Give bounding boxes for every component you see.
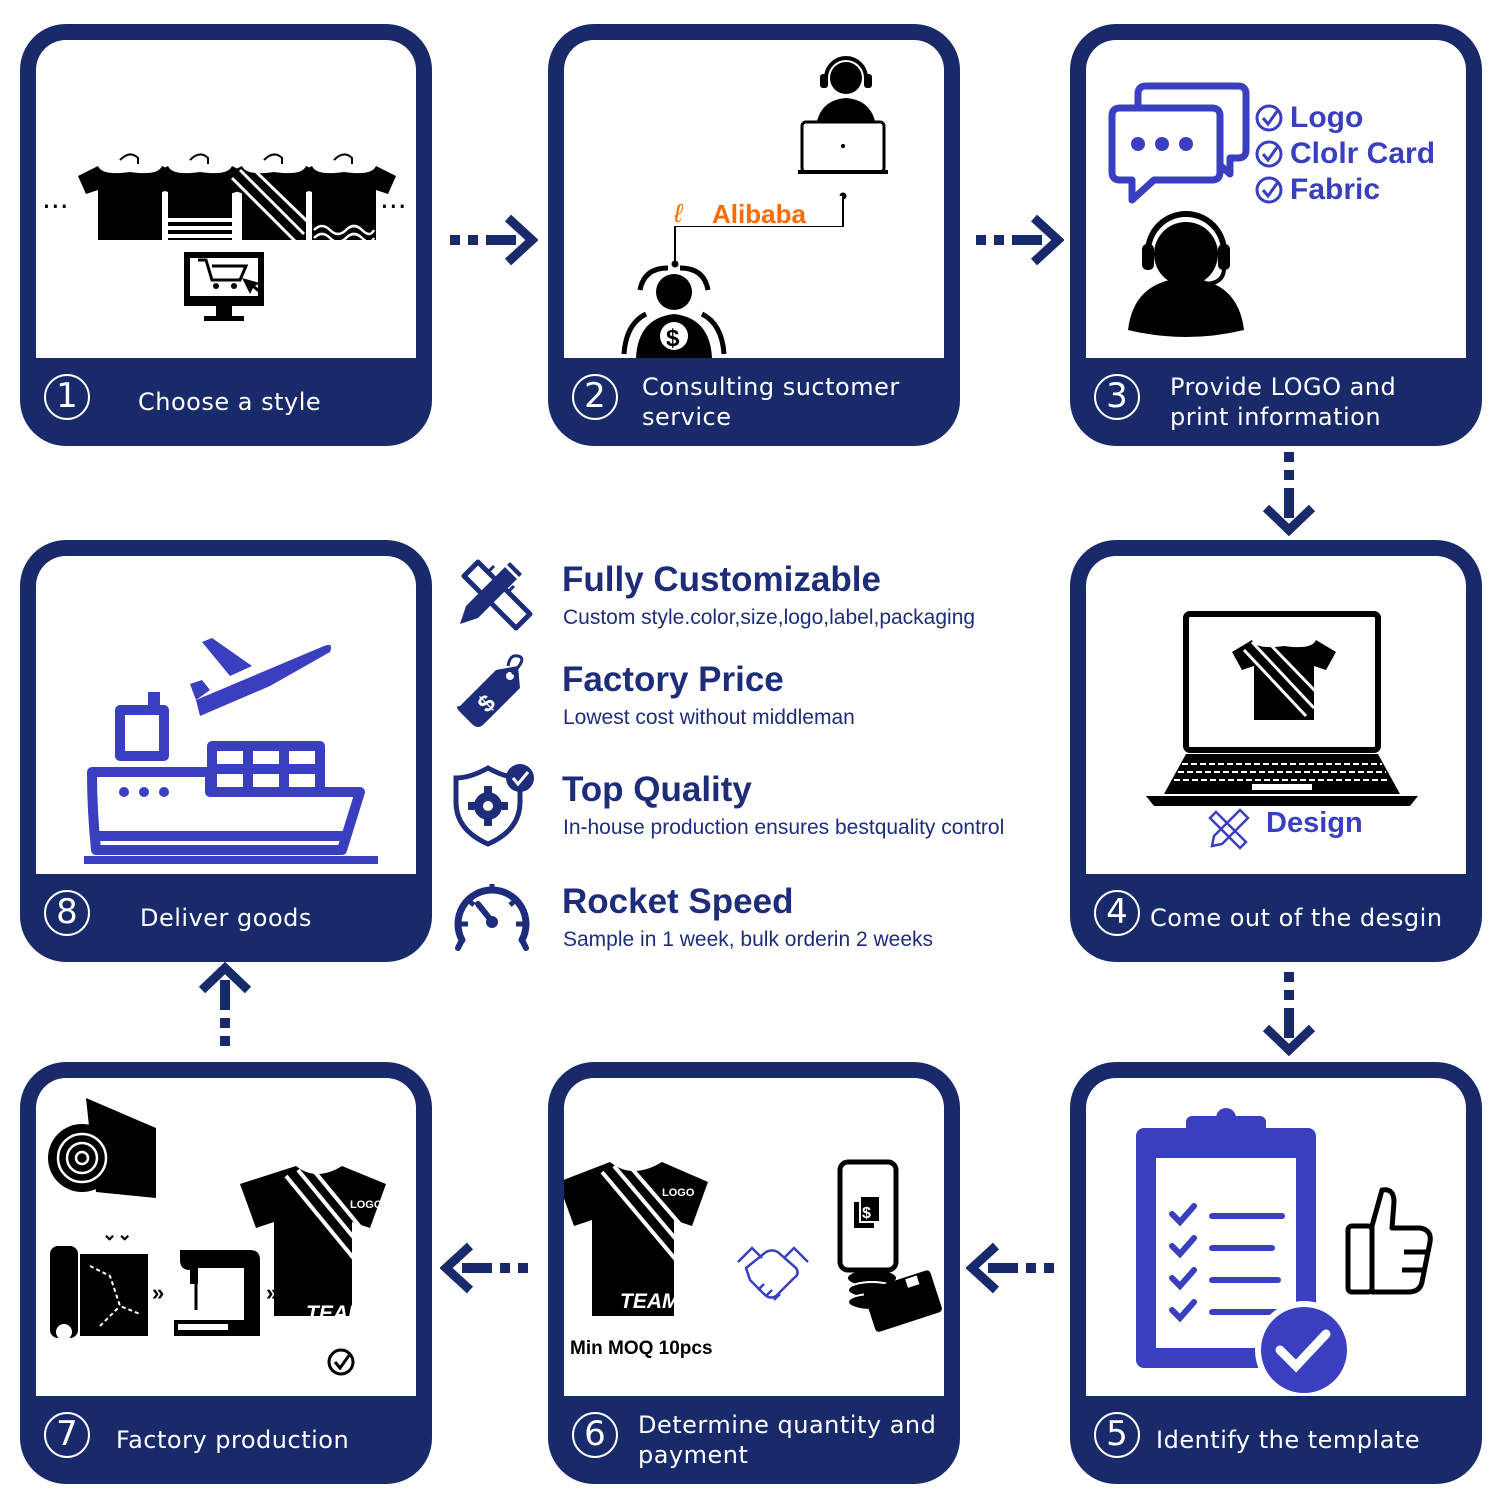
- svg-text:$: $: [862, 1205, 871, 1222]
- shirt-team-text: TEAM: [306, 1302, 366, 1325]
- feature-title: Factory Price: [562, 660, 784, 699]
- ship-and-plane-icon: [84, 638, 378, 864]
- step-number-badge: 4: [1094, 890, 1140, 936]
- step-card-6: LOGO TEAM Min MOQ 10pcs $: [548, 1062, 960, 1484]
- step-number-badge: 1: [44, 374, 90, 420]
- feature-subtitle: In-house production ensures bestquality …: [563, 816, 1005, 839]
- laptop-design-icon: Design: [1146, 611, 1418, 850]
- svg-text:»: »: [152, 1280, 164, 1305]
- step-5-illustration: [1086, 1078, 1466, 1396]
- arrow-down-3-to-4: [1262, 452, 1316, 536]
- step-number-badge: 6: [572, 1412, 618, 1458]
- step-number-badge: 2: [572, 374, 618, 420]
- feature-title: Top Quality: [562, 770, 752, 809]
- step-card-5: 5 Identify the template: [1070, 1062, 1482, 1484]
- shield-gear-icon: [453, 764, 534, 847]
- step-card-1: ... ...: [20, 24, 432, 446]
- step-7-label: Factory production: [116, 1426, 350, 1454]
- features-list: Fully Customizable Custom style.color,si…: [448, 548, 1068, 958]
- step-2-label: Consulting suctomer service: [642, 373, 900, 431]
- arrow-down-4-to-5: [1262, 972, 1316, 1056]
- step-4-label: Come out of the desgin: [1150, 904, 1443, 932]
- price-tag-icon: $: [457, 654, 524, 727]
- speedometer-icon: [454, 884, 530, 951]
- step-number-badge: 5: [1094, 1412, 1140, 1458]
- step-3-label: Provide LOGO and print information: [1170, 373, 1397, 431]
- checklist-item: Clolr Card: [1290, 137, 1435, 170]
- feature-title: Fully Customizable: [562, 560, 881, 599]
- shirts-and-cart-icon: ... ...: [42, 153, 407, 321]
- step-number-badge: 8: [44, 890, 90, 936]
- svg-text:...: ...: [42, 182, 69, 215]
- factory-production-icon: ⌄⌄ » » LOGO: [48, 1098, 386, 1376]
- checklist-item: Logo: [1290, 101, 1363, 134]
- shirt-logo-text: LOGO: [662, 1187, 695, 1199]
- step-number-badge: 3: [1094, 374, 1140, 420]
- shirt-team-text: TEAM: [620, 1290, 680, 1313]
- step-number-badge: 7: [44, 1412, 90, 1458]
- step-8-illustration: [36, 556, 416, 874]
- step-1-label: Choose a style: [138, 388, 322, 416]
- step-6-label: Determine quantity and payment: [638, 1411, 937, 1469]
- alibaba-logo-text: Alibaba: [712, 199, 806, 229]
- clipboard-check-icon: [1136, 1108, 1433, 1396]
- checklist-item: Fabric: [1290, 173, 1380, 206]
- feature-item: Rocket Speed Sample in 1 week, bulk orde…: [448, 870, 1068, 960]
- feature-item: Top Quality In-house production ensures …: [448, 758, 1068, 848]
- svg-text:ℓ: ℓ: [673, 198, 684, 228]
- arrow-left-6-to-7: [440, 1242, 528, 1294]
- step-4-illustration: Design: [1086, 556, 1466, 874]
- arrow-left-5-to-6: [966, 1242, 1054, 1294]
- design-label: Design: [1266, 807, 1363, 839]
- chat-and-agent-icon: Logo Clolr Card Fabric: [1108, 82, 1435, 337]
- feature-subtitle: Sample in 1 week, bulk orderin 2 weeks: [563, 928, 934, 951]
- step-card-7: ⌄⌄ » » LOGO: [20, 1062, 432, 1484]
- customer-service-icon: ℓ Alibaba $: [621, 56, 888, 358]
- step-7-illustration: ⌄⌄ » » LOGO: [36, 1078, 416, 1396]
- feature-item: Fully Customizable Custom style.color,si…: [448, 548, 1068, 638]
- step-1-illustration: ... ...: [36, 40, 416, 358]
- step-5-label: Identify the template: [1156, 1426, 1421, 1454]
- arrow-up-7-to-8: [198, 962, 252, 1046]
- step-card-4: Design 4 Come out of the desgin: [1070, 540, 1482, 962]
- step-3-illustration: Logo Clolr Card Fabric: [1086, 40, 1466, 358]
- feature-title: Rocket Speed: [562, 882, 794, 921]
- feature-subtitle: Custom style.color,size,logo,label,packa…: [563, 606, 976, 629]
- feature-subtitle: Lowest cost without middleman: [563, 706, 855, 729]
- svg-text:$: $: [666, 325, 680, 352]
- feature-item: $ Factory Price Lowest cost without midd…: [448, 648, 1068, 738]
- pencil-ruler-icon: [460, 559, 533, 631]
- step-card-8: 8 Deliver goods: [20, 540, 432, 962]
- step-2-illustration: ℓ Alibaba $: [564, 40, 944, 358]
- quantity-payment-icon: LOGO TEAM Min MOQ 10pcs $: [564, 1159, 942, 1359]
- moq-label: Min MOQ 10pcs: [570, 1338, 713, 1359]
- step-8-label: Deliver goods: [140, 904, 312, 932]
- step-6-illustration: LOGO TEAM Min MOQ 10pcs $: [564, 1078, 944, 1396]
- step-card-2: ℓ Alibaba $ 2 Consulting suctomer servic…: [548, 24, 960, 446]
- svg-text:⌄⌄: ⌄⌄: [102, 1224, 132, 1244]
- step-card-3: Logo Clolr Card Fabric 3 Provide LOGO an…: [1070, 24, 1482, 446]
- shirt-logo-text: LOGO: [350, 1199, 383, 1211]
- arrow-right-1-to-2: [450, 214, 538, 266]
- arrow-right-2-to-3: [976, 214, 1064, 266]
